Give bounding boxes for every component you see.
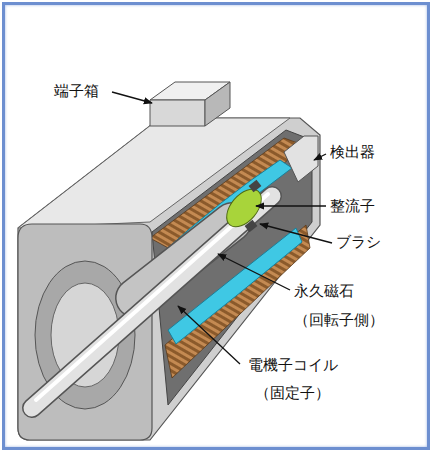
part-label: 整流子	[330, 197, 375, 217]
leader-line	[112, 92, 152, 103]
terminal-box	[205, 82, 230, 126]
part-label: ブラシ	[336, 233, 381, 253]
shaft	[32, 196, 272, 408]
leader-line	[218, 254, 290, 290]
leader-line	[256, 205, 326, 206]
brush	[249, 180, 262, 192]
leader-line	[178, 306, 240, 364]
terminal-box	[150, 100, 205, 126]
part-label: 検出器	[330, 143, 375, 163]
shaft	[32, 196, 272, 408]
part-label: 端子箱	[54, 82, 99, 102]
part-label: 永久磁石 （回転子側）	[294, 277, 389, 334]
leader-line	[260, 224, 332, 243]
brush	[245, 220, 258, 232]
part-label: 電機子コイル （固定子）	[244, 352, 342, 408]
detector-box	[284, 136, 318, 182]
leader-line	[314, 154, 326, 160]
commutator	[220, 183, 268, 233]
